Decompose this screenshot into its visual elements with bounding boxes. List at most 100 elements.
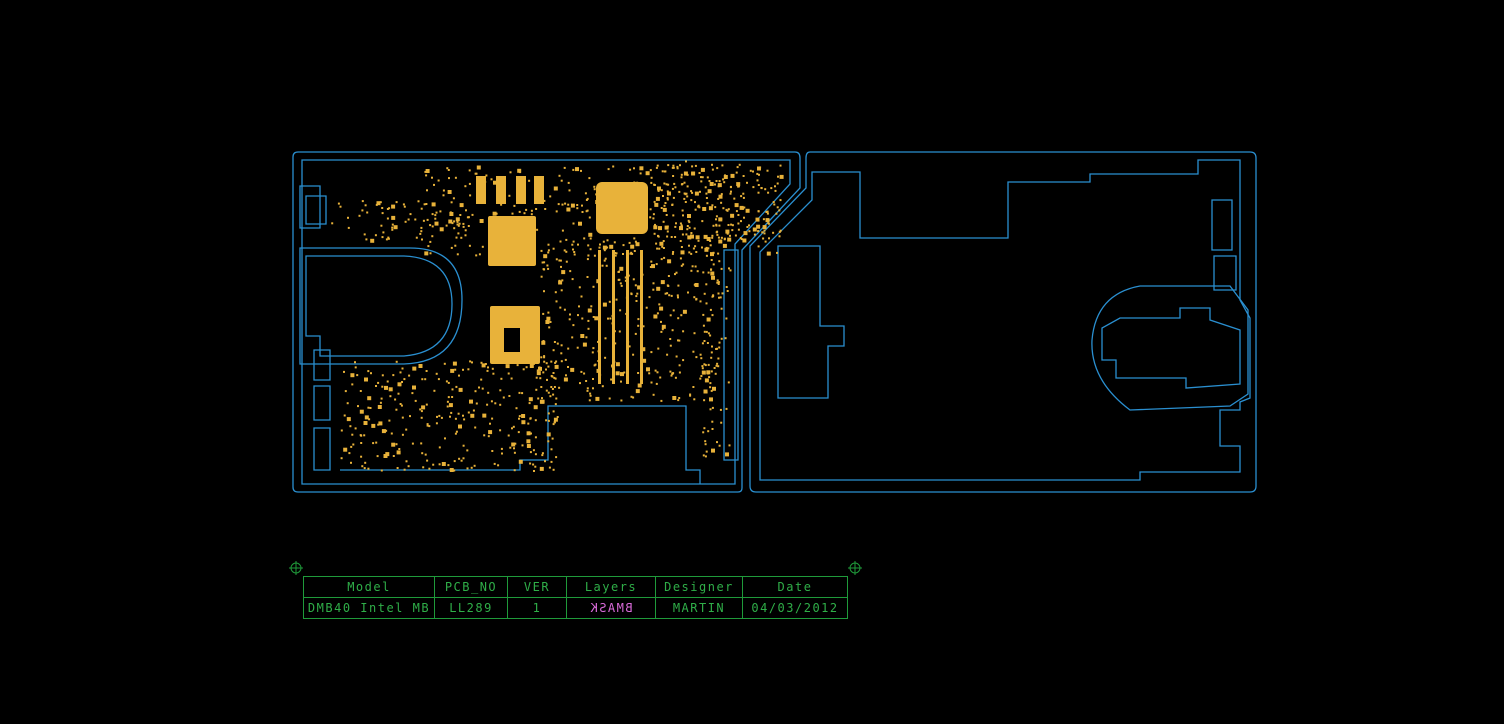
pad — [347, 216, 349, 219]
pad — [731, 229, 734, 232]
pad — [433, 183, 435, 186]
pad — [592, 378, 594, 380]
pad — [510, 377, 513, 380]
pad — [718, 444, 721, 447]
pad — [554, 291, 557, 294]
pad — [752, 227, 757, 232]
pad — [534, 465, 537, 468]
pad — [491, 450, 494, 452]
pad — [351, 433, 354, 436]
pad — [707, 189, 712, 194]
pad — [546, 432, 551, 437]
pad — [447, 169, 450, 171]
pad — [720, 337, 723, 340]
pad — [705, 197, 708, 199]
pad — [704, 247, 709, 252]
pad — [641, 201, 646, 206]
pad — [528, 397, 533, 402]
pad — [397, 392, 400, 395]
pad — [610, 210, 613, 213]
pad — [533, 470, 535, 472]
pad — [730, 190, 732, 193]
pad — [691, 191, 694, 194]
pad — [566, 207, 571, 212]
pad — [666, 235, 669, 238]
pad — [651, 264, 655, 269]
pad — [582, 342, 587, 347]
pad — [730, 185, 732, 188]
pad — [580, 370, 583, 373]
pad — [712, 251, 715, 254]
pad — [595, 200, 600, 204]
pad — [545, 419, 548, 422]
pad — [377, 381, 380, 384]
pad — [553, 341, 556, 343]
pad — [699, 377, 702, 380]
pad — [655, 242, 658, 245]
pad — [637, 285, 642, 290]
pad — [529, 417, 532, 420]
pad — [624, 279, 627, 282]
pad — [425, 370, 428, 372]
pad — [490, 178, 493, 181]
pad — [530, 213, 533, 216]
pad — [386, 380, 389, 383]
pad — [523, 212, 526, 215]
pad — [767, 219, 770, 222]
pad — [458, 387, 463, 392]
pad — [672, 372, 675, 375]
pad — [652, 217, 655, 220]
pad — [633, 250, 636, 252]
pad — [707, 363, 710, 366]
pad — [546, 378, 548, 381]
pad — [597, 340, 599, 343]
pad — [401, 367, 404, 370]
pad — [361, 209, 364, 212]
pad — [543, 199, 546, 202]
pad — [691, 165, 694, 168]
pad — [366, 211, 369, 214]
pad — [431, 176, 433, 179]
pad — [661, 328, 664, 331]
pad — [662, 247, 665, 249]
pad — [454, 368, 457, 371]
pad — [683, 171, 688, 176]
pad — [718, 296, 720, 299]
pad — [552, 349, 555, 352]
pad — [578, 221, 582, 226]
pad — [660, 330, 663, 333]
pad — [652, 213, 655, 216]
pad — [339, 205, 342, 208]
pad — [710, 259, 713, 261]
pad — [445, 224, 448, 227]
pad — [422, 466, 425, 469]
pad — [758, 173, 760, 176]
pad — [363, 467, 366, 470]
pad — [715, 215, 718, 218]
value-layers-mirrored: BMASK — [589, 601, 633, 615]
pad — [688, 244, 690, 247]
pad — [368, 418, 371, 421]
pad — [664, 292, 667, 295]
pad — [624, 276, 627, 279]
pad — [482, 179, 485, 182]
pad — [469, 360, 472, 363]
pad — [714, 372, 717, 375]
pad — [626, 227, 630, 232]
pad — [609, 204, 611, 207]
pad — [561, 279, 564, 282]
pad — [589, 394, 592, 397]
pad — [534, 453, 537, 456]
pad — [632, 278, 635, 281]
pad — [576, 207, 579, 210]
pad — [722, 207, 725, 210]
pad — [547, 311, 550, 314]
pad — [719, 408, 722, 411]
pad — [715, 364, 718, 367]
pad — [755, 217, 760, 222]
pad — [573, 253, 576, 256]
pad — [677, 399, 680, 402]
pad — [630, 292, 633, 295]
pad — [604, 257, 607, 260]
